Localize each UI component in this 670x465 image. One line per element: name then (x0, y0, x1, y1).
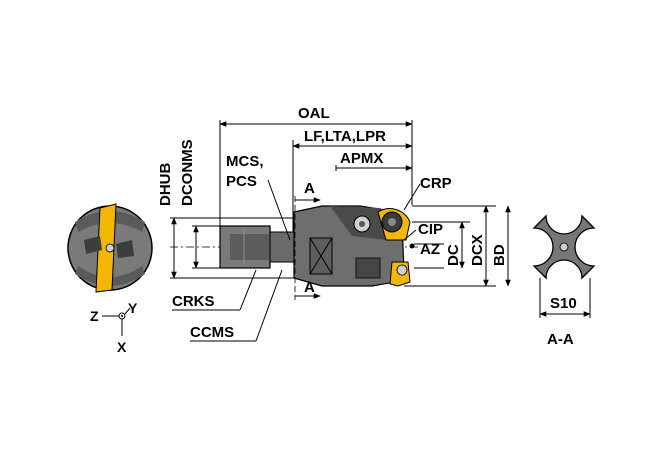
section-aa-label: A-A (547, 331, 574, 348)
dcx-label: DCX (469, 234, 486, 266)
dc-label: DC (445, 244, 462, 266)
lf-dimension: LF,LTA,LPR (292, 128, 413, 232)
end-view (67, 203, 153, 293)
mcs-pcs-callout: MCS, PCS (226, 153, 291, 241)
shank-step (230, 234, 270, 260)
axis-y-label: Y (128, 300, 138, 316)
oal-label: OAL (298, 105, 330, 122)
crks-label: CRKS (172, 293, 215, 310)
axis-z-label: Z (90, 308, 99, 324)
crp-callout: CRP (403, 175, 452, 211)
section-center (559, 242, 569, 252)
apmx-dimension: APMX (335, 150, 413, 171)
dconms-label: DCONMS (179, 139, 196, 206)
insert-screw-bottom (396, 264, 408, 276)
cip-label: CIP (418, 221, 443, 238)
end-view-pocket-2 (116, 240, 134, 258)
lf-lta-lpr-label: LF,LTA,LPR (304, 128, 386, 145)
end-view-flute-bottom (75, 266, 145, 286)
crks-ccms-callout: CRKS CCMS (172, 269, 283, 342)
diameter-dimensions: DC DCX BD (404, 205, 511, 287)
axis-x-label: X (117, 339, 127, 355)
lower-pocket (355, 257, 381, 279)
apmx-label: APMX (340, 150, 383, 167)
axis-indicator: Z Y X (90, 300, 138, 355)
oal-dimension: OAL (219, 105, 413, 226)
cutting-point (409, 243, 415, 249)
section-view: S10 A-A (532, 214, 596, 348)
hub-dimensions: DHUB DCONMS (157, 139, 294, 279)
az-label: AZ (420, 241, 440, 258)
section-a-top-label: A (304, 180, 315, 197)
dhub-label: DHUB (157, 163, 174, 206)
neck (269, 231, 295, 263)
s10-label: S10 (550, 295, 577, 312)
pcs-label: PCS (226, 173, 257, 190)
end-view-pocket-1 (84, 236, 102, 254)
side-view (170, 205, 420, 287)
ccms-label: CCMS (190, 324, 234, 341)
mcs-label: MCS, (226, 153, 264, 170)
crp-label: CRP (420, 175, 452, 192)
section-a-bottom-label: A (304, 279, 315, 296)
cip-az-callout: CIP AZ (403, 221, 444, 269)
section-marker: A A (294, 180, 321, 300)
end-view-center (105, 243, 115, 253)
bd-label: BD (491, 244, 508, 266)
